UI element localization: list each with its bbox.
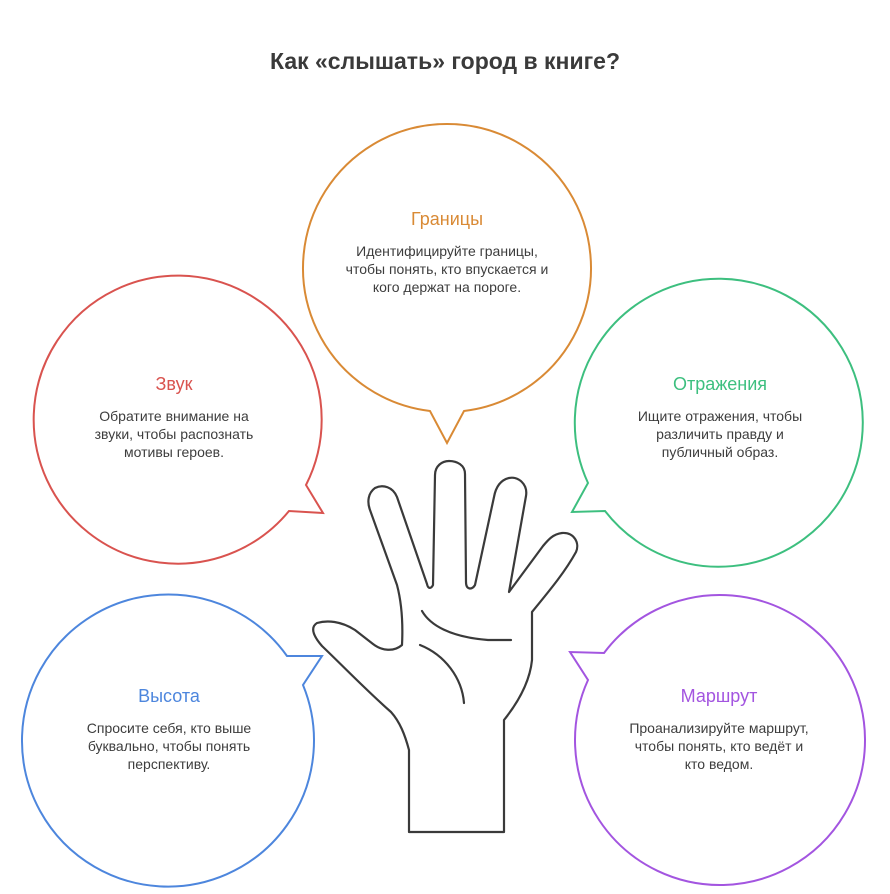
bubble-borders-heading: Границы bbox=[411, 209, 483, 229]
bubble-height bbox=[21, 593, 324, 888]
bubble-height-body: Спросите себя, кто выше буквально, чтобы… bbox=[86, 720, 252, 772]
bubble-borders bbox=[302, 123, 592, 446]
bubble-route bbox=[568, 594, 866, 886]
bubble-route-heading: Маршрут bbox=[680, 686, 758, 706]
bubble-sound-text: Звук Обратите внимание на звуки, чтобы р… bbox=[84, 373, 264, 461]
bubble-reflections-heading: Отражения bbox=[672, 374, 768, 394]
bubble-borders-body: Идентифицируйте границы, чтобы понять, к… bbox=[345, 243, 549, 295]
bubble-route-body: Проанализируйте маршрут, чтобы понять, к… bbox=[629, 720, 809, 772]
bubble-borders-text: Границы Идентифицируйте границы, чтобы п… bbox=[342, 208, 552, 296]
page-title: Как «слышать» город в книге? bbox=[270, 48, 620, 74]
bubble-reflections-body: Ищите отражения, чтобы различить правду … bbox=[637, 408, 803, 460]
bubble-route-text: Маршрут Проанализируйте маршрут, чтобы п… bbox=[629, 685, 809, 773]
bubble-sound bbox=[32, 274, 325, 565]
hand-icon bbox=[312, 459, 579, 834]
bubble-sound-body: Обратите внимание на звуки, чтобы распоз… bbox=[94, 408, 254, 460]
bubble-height-heading: Высота bbox=[138, 686, 200, 706]
bubble-sound-heading: Звук bbox=[155, 374, 193, 394]
bubble-reflections-text: Отражения Ищите отражения, чтобы различи… bbox=[630, 373, 810, 461]
bubble-height-text: Высота Спросите себя, кто выше буквально… bbox=[84, 685, 254, 773]
bubble-reflections bbox=[570, 277, 864, 568]
